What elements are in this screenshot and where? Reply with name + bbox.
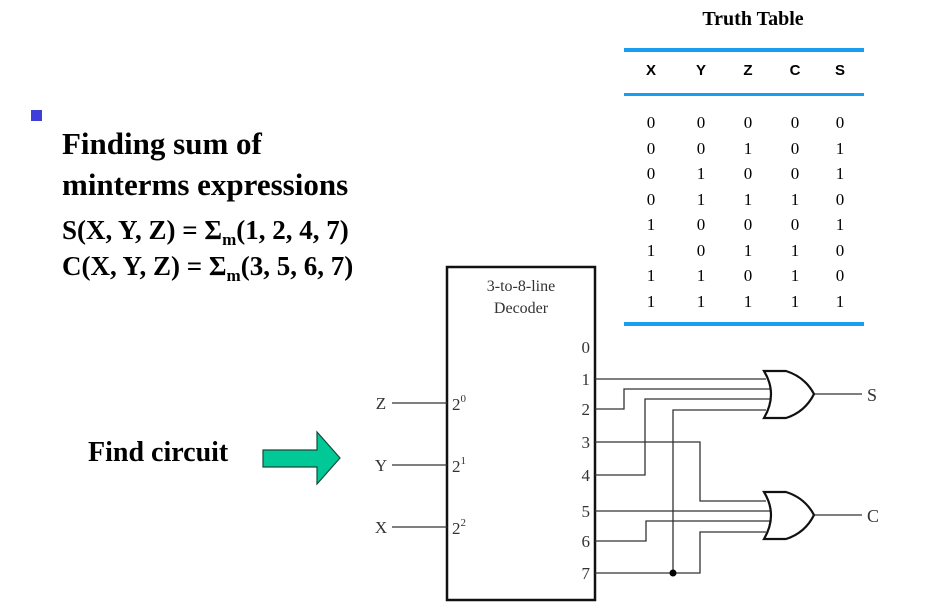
table-top-rule <box>624 48 864 52</box>
decoder-inputs: Z 20Y 21X 22 <box>375 393 467 538</box>
table-header-s: S <box>834 62 845 79</box>
equation-s-rhs: (1, 2, 4, 7) <box>236 215 349 245</box>
junction-dot <box>669 569 677 577</box>
or-gate-s <box>762 369 816 420</box>
table-cell: 1 <box>696 266 706 285</box>
decoder-output-label-5: 5 <box>582 502 591 521</box>
table-cell: 1 <box>743 189 753 209</box>
table-cell: 0 <box>790 215 800 234</box>
wire-out7-to-c <box>595 531 766 574</box>
wire-out4-to-s <box>595 398 770 476</box>
table-cell: 1 <box>646 266 656 285</box>
table-cell: 1 <box>790 189 800 209</box>
table-header-z: Z <box>743 62 753 79</box>
table-cell: 0 <box>835 113 845 132</box>
decoder-box <box>445 265 597 602</box>
arrow-right-icon <box>262 430 341 486</box>
table-cell: 0 <box>646 113 656 132</box>
table-cell: 0 <box>646 138 656 158</box>
equation-c-lhs: C(X, Y, Z) = Σ <box>62 251 227 281</box>
table-cell: 0 <box>835 189 845 209</box>
table-cell: 0 <box>743 164 753 183</box>
table-cell: 0 <box>646 189 656 209</box>
table-cell: 1 <box>646 291 656 311</box>
or-gate-c <box>762 490 816 541</box>
decoder-output-label-4: 4 <box>582 466 591 485</box>
decoder-output-label-6: 6 <box>582 532 591 551</box>
table-cell: 0 <box>790 113 800 132</box>
wire-out2-to-s <box>595 388 770 410</box>
find-circuit-label: Find circuit <box>88 437 229 468</box>
table-cell: 1 <box>835 291 845 311</box>
table-cell: 1 <box>696 164 706 183</box>
input-weight-label: 20 <box>452 393 467 414</box>
heading-line-2: minterms expressions <box>62 167 349 202</box>
decoder-title-line-1: 3-to-8-line <box>487 278 555 295</box>
table-cell: 1 <box>743 240 753 260</box>
table-header-x: X <box>645 62 656 79</box>
table-cell: 1 <box>790 240 800 260</box>
table-cell: 0 <box>835 266 845 285</box>
heading-line-1: Finding sum of <box>62 126 262 161</box>
table-header-y: Y <box>695 62 706 79</box>
table-cell: 1 <box>646 240 656 260</box>
table-cell: 1 <box>835 215 845 234</box>
decoder-output-label-0: 0 <box>582 338 591 357</box>
gate-output-c-label: C <box>867 506 879 526</box>
decoder-outputs: 0 1 2 3 4 5 6 7 <box>582 338 591 583</box>
table-cell: 0 <box>790 164 800 183</box>
gate-output-s-label: S <box>867 385 877 405</box>
table-cell: 0 <box>696 113 706 132</box>
table-cell: 1 <box>696 291 706 311</box>
table-header-rule <box>624 93 864 96</box>
wire-out7-to-s <box>672 409 766 573</box>
equation-s-lhs: S(X, Y, Z) = Σ <box>62 215 223 245</box>
equation-c: C(X, Y, Z) = Σm(3, 5, 6, 7) <box>62 250 354 285</box>
table-cell: 1 <box>696 189 706 209</box>
table-cell: 0 <box>646 164 656 183</box>
table-bottom-rule <box>624 322 864 326</box>
table-cell: 0 <box>743 113 753 132</box>
table-cell: 0 <box>696 138 706 158</box>
equation-s: S(X, Y, Z) = Σm(1, 2, 4, 7) <box>62 214 349 249</box>
table-cell: 0 <box>790 138 800 158</box>
table-cell: 1 <box>646 215 656 234</box>
table-cell: 0 <box>743 266 753 285</box>
equation-s-sub: m <box>222 230 237 249</box>
bullet-heading: Finding sum of minterms expressions <box>62 123 348 205</box>
input-weight-label: 21 <box>452 455 466 476</box>
input-label-y: Y <box>375 456 387 475</box>
table-cell: 0 <box>696 215 706 234</box>
decoder-output-label-7: 7 <box>582 564 591 583</box>
bullet-marker <box>31 110 42 121</box>
table-cell: 0 <box>743 215 753 234</box>
table-cell: 1 <box>835 164 845 183</box>
wire-out6-to-c <box>595 520 770 542</box>
decoder-output-label-2: 2 <box>582 400 591 419</box>
table-cell: 1 <box>790 291 800 311</box>
table-cell: 0 <box>696 240 706 260</box>
input-label-x: X <box>375 518 387 537</box>
table-cell: 1 <box>790 266 800 285</box>
equation-c-rhs: (3, 5, 6, 7) <box>240 251 354 281</box>
decoder-title-line-2: Decoder <box>494 300 549 317</box>
input-weight-label: 22 <box>452 517 466 538</box>
wires <box>595 378 862 574</box>
truth-table-title: Truth Table <box>702 8 804 30</box>
wire-out3-to-c <box>595 441 766 502</box>
decoder-output-label-1: 1 <box>582 370 591 389</box>
table-cell: 1 <box>743 291 753 311</box>
table-cell: 1 <box>835 138 845 158</box>
table-cell: 1 <box>743 138 753 158</box>
input-label-z: Z <box>376 394 386 413</box>
table-header-c: C <box>789 62 801 79</box>
table-cell: 0 <box>835 240 845 260</box>
decoder-output-label-3: 3 <box>582 433 591 452</box>
equation-c-sub: m <box>226 266 241 285</box>
